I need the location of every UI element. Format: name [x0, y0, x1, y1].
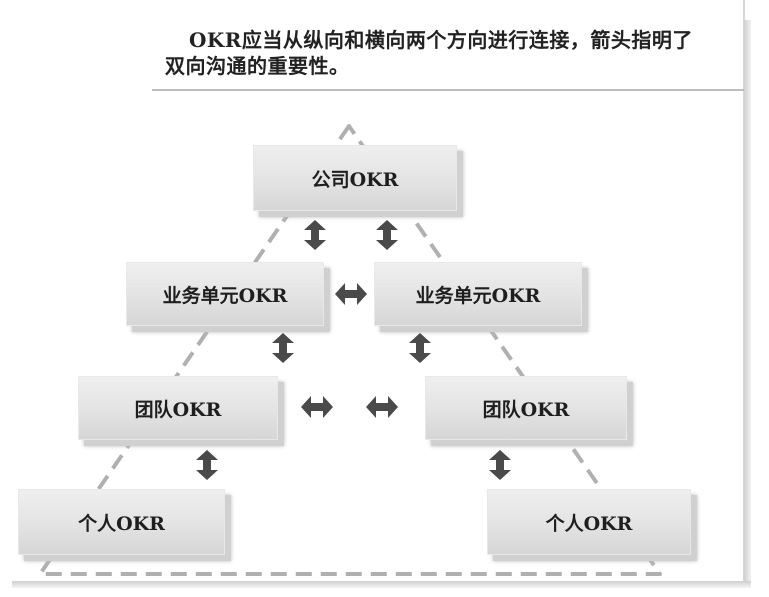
caption-divider [152, 89, 744, 91]
node-team-left: 团队OKR [78, 376, 278, 440]
node-individual-right: 个人OKR [487, 489, 691, 555]
node-label: 业务单元OKR [162, 284, 288, 307]
node-business-unit-left: 业务单元OKR [126, 262, 324, 326]
node-company-okr: 公司OKR [253, 145, 457, 211]
node-label: 团队OKR [134, 398, 222, 421]
node-label: 团队OKR [482, 398, 570, 421]
double-arrow-horizontal-icon [335, 283, 367, 305]
caption-line-2: 双向沟通的重要性。 [165, 54, 350, 78]
node-label: 公司OKR [311, 168, 399, 191]
node-business-unit-right: 业务单元OKR [374, 262, 582, 326]
dashed-triangle [38, 124, 662, 576]
node-individual-left: 个人OKR [18, 489, 225, 555]
paper-shadow-right [744, 20, 751, 588]
paper-shadow-bottom [12, 581, 751, 588]
caption-line-1: OKR应当从纵向和横向两个方向进行连接，箭头指明了 [189, 28, 693, 52]
double-arrow-horizontal-icon [366, 396, 398, 418]
node-label: 业务单元OKR [415, 284, 541, 307]
node-label: 个人OKR [78, 512, 165, 535]
double-arrow-vertical-icon [272, 333, 294, 363]
node-label: 个人OKR [545, 512, 633, 535]
node-team-right: 团队OKR [425, 376, 627, 440]
double-arrow-vertical-icon [376, 220, 398, 250]
double-arrow-vertical-icon [489, 450, 511, 480]
double-arrow-vertical-icon [196, 450, 218, 480]
double-arrow-vertical-icon [409, 333, 431, 363]
figure-caption: OKR应当从纵向和横向两个方向进行连接，箭头指明了 双向沟通的重要性。 [165, 27, 730, 79]
double-arrow-vertical-icon [304, 220, 326, 250]
double-arrow-horizontal-icon [301, 396, 333, 418]
